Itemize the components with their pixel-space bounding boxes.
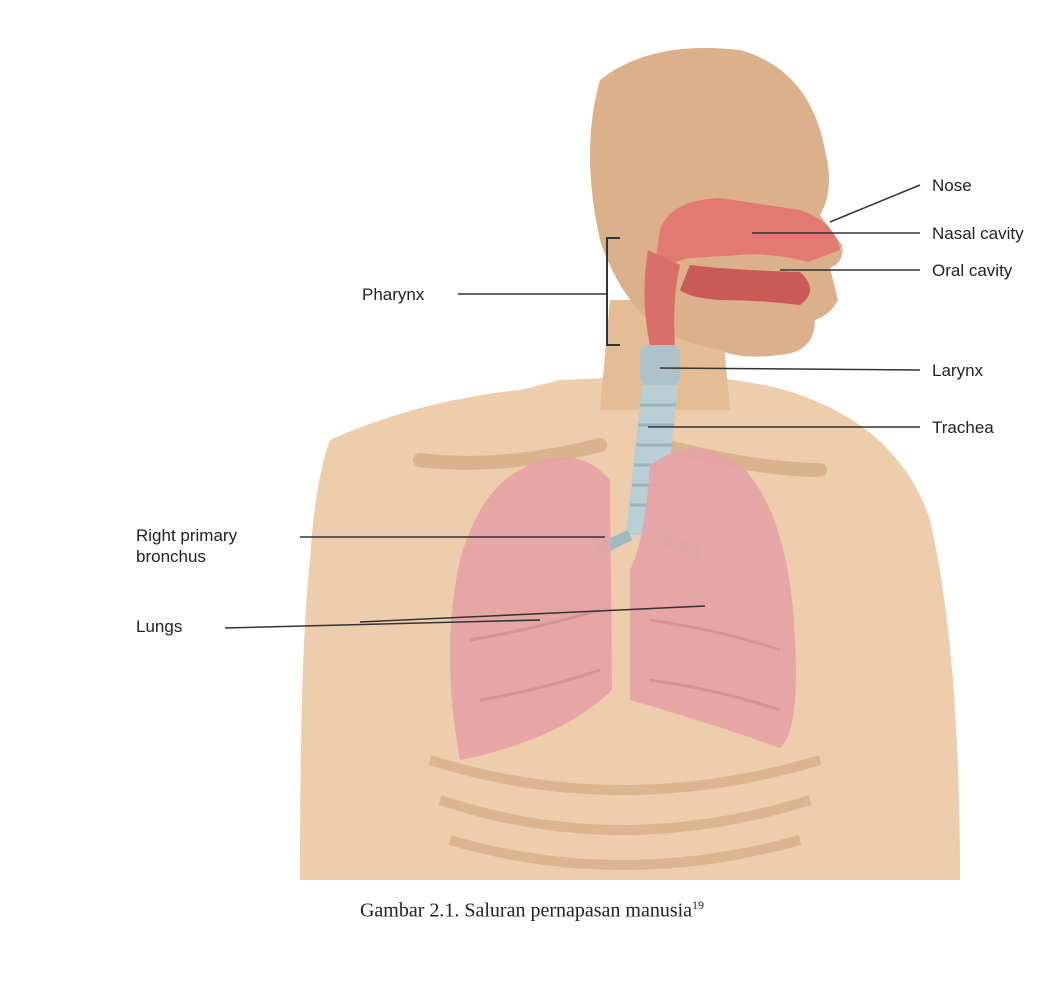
label-right-primary-bronchus-1: Right primary	[136, 526, 237, 546]
label-nose: Nose	[932, 176, 972, 196]
label-nasal-cavity: Nasal cavity	[932, 224, 1024, 244]
caption-ref: 19	[692, 898, 704, 912]
label-oral-cavity: Oral cavity	[932, 261, 1012, 281]
larynx-shape	[640, 345, 680, 385]
caption-text: Gambar 2.1. Saluran pernapasan manusia	[360, 900, 692, 922]
label-lungs: Lungs	[136, 617, 182, 637]
label-right-primary-bronchus-2: bronchus	[136, 547, 206, 567]
figure-caption: Gambar 2.1. Saluran pernapasan manusia19	[0, 898, 1064, 923]
label-larynx: Larynx	[932, 361, 983, 381]
nose-leader	[830, 185, 920, 222]
label-pharynx: Pharynx	[362, 285, 424, 305]
label-trachea: Trachea	[932, 418, 994, 438]
